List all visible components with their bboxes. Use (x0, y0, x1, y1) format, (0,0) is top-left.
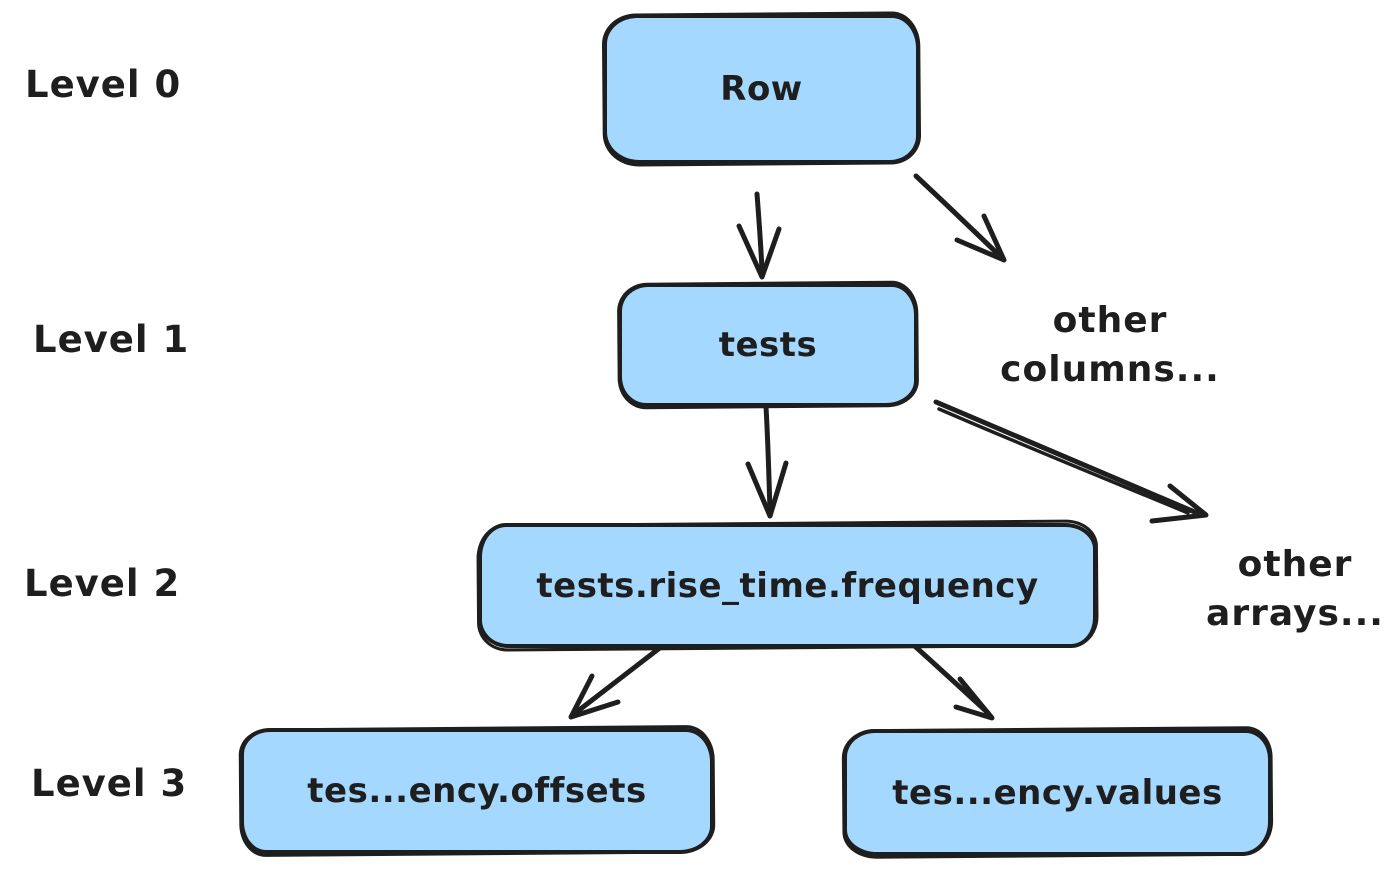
annotation-other-arrays: other arrays... (1195, 541, 1395, 638)
node-frequency-label: tests.rise_time.frequency (536, 565, 1039, 606)
node-tests-label: tests (718, 325, 818, 365)
node-values-label: tes...ency.values (892, 772, 1223, 813)
node-offsets-label: tes...ency.offsets (307, 771, 647, 811)
edge-frequency-to-values (906, 638, 995, 721)
node-row-label: Row (720, 69, 803, 109)
level-0-label: Level 0 (25, 63, 182, 106)
annotation-other-columns: other columns... (1000, 297, 1220, 394)
edge-tests-to-other-arrays (933, 399, 1209, 524)
annotation-other-arrays-line2: arrays... (1206, 592, 1384, 634)
edge-row-to-other-columns (913, 173, 1007, 263)
edge-frequency-to-offsets (568, 644, 664, 720)
node-tests-rise-time-frequency: tests.rise_time.frequency (478, 523, 1097, 648)
level-1-label: Level 1 (33, 318, 190, 361)
annotation-other-arrays-line1: other (1237, 544, 1353, 585)
node-offsets: tes...ency.offsets (240, 728, 714, 854)
node-values: tes...ency.values (843, 729, 1272, 856)
annotation-other-columns-line2: columns... (1000, 348, 1220, 390)
annotation-other-columns-line1: other (1052, 300, 1168, 341)
edge-tests-to-frequency (745, 404, 789, 519)
node-tests: tests (618, 283, 918, 407)
edge-row-to-tests (736, 191, 782, 280)
level-2-label: Level 2 (24, 562, 181, 605)
level-3-label: Level 3 (31, 762, 188, 805)
node-row: Row (603, 14, 920, 164)
